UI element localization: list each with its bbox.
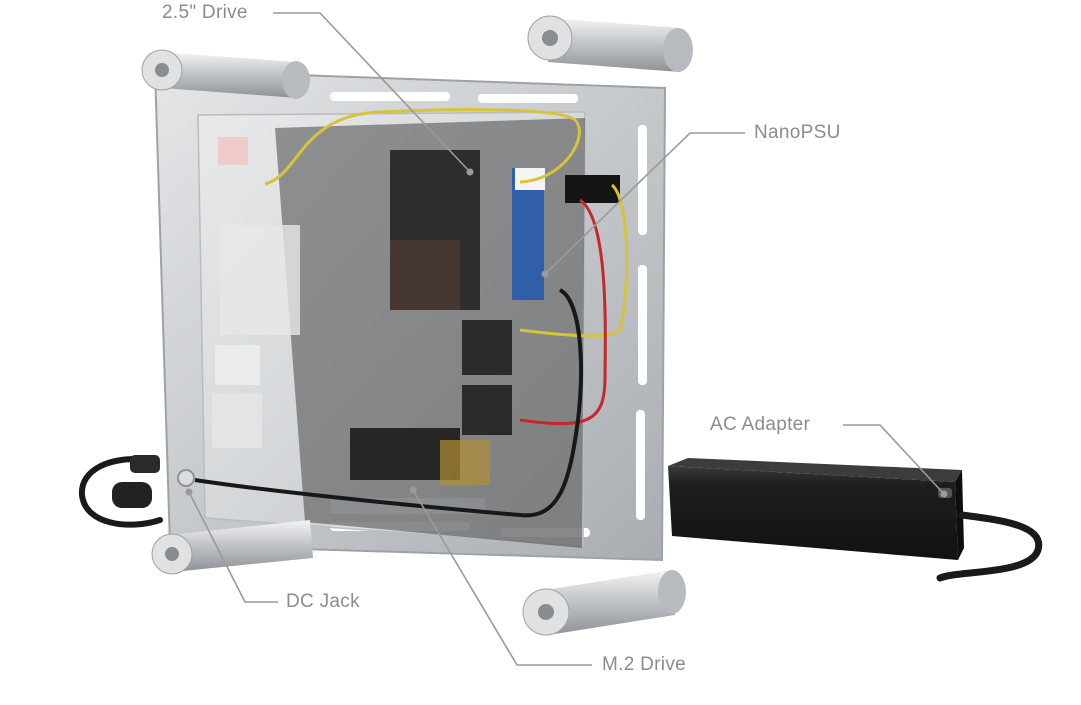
usb-ports [215,345,260,385]
leader-line-2-5-drive [273,12,471,173]
vent-slot [478,94,578,103]
nanopsu-board [512,168,620,300]
m2-slot [440,440,490,485]
cpu-chip [390,240,460,310]
label-m2-drive: M.2 Drive [602,654,686,675]
yellow-cable [264,108,581,186]
sata-connector [462,385,512,435]
standoff-posts [141,15,693,636]
label-2-5-drive: 2.5" Drive [162,2,248,23]
ac-adapter [668,458,1043,582]
label-dc-jack: DC Jack [286,591,360,612]
leader-line-dc-jack [188,491,278,603]
dc-jack-icon [177,469,195,487]
black-cable [194,288,583,518]
motherboard [212,118,585,548]
vent-slot [638,265,647,385]
leader-line-m2-drive [412,489,592,666]
yellow-cable [519,183,629,338]
dc-plug-icon [130,455,160,473]
sata-connector [462,320,512,375]
ethernet-port [212,393,262,448]
vent-slot [636,410,645,520]
red-cable [519,198,607,426]
ferrite-bead-icon [112,482,152,508]
label-nanopsu: NanoPSU [754,122,841,143]
label-ac-adapter: AC Adapter [710,414,811,435]
leader-lines [185,12,948,666]
leader-line-ac-adapter [843,424,945,495]
io-ports [220,225,300,335]
led-icon [218,137,248,165]
vent-slot [330,92,450,101]
leader-line-nanopsu [544,132,745,275]
